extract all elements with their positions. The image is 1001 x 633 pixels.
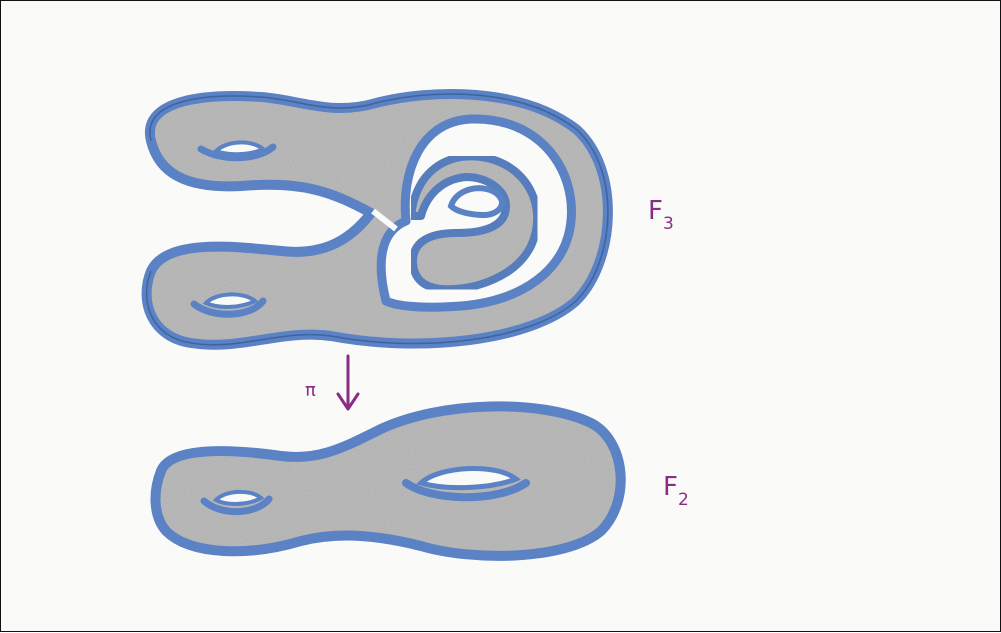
bottom-surface-subscript: 2 [678,490,689,510]
bottom-surface-label: F2 [663,472,689,502]
bottom-surface-f2 [156,406,621,555]
projection-arrow [338,356,358,409]
projection-label: π [305,380,316,401]
top-surface-f3 [147,94,608,345]
top-surface-letter: F [648,196,663,226]
top-surface-subscript: 3 [663,214,674,234]
top-spiral-hole [451,188,502,215]
bottom-surface-letter: F [663,472,678,502]
top-surface-label: F3 [648,196,674,226]
